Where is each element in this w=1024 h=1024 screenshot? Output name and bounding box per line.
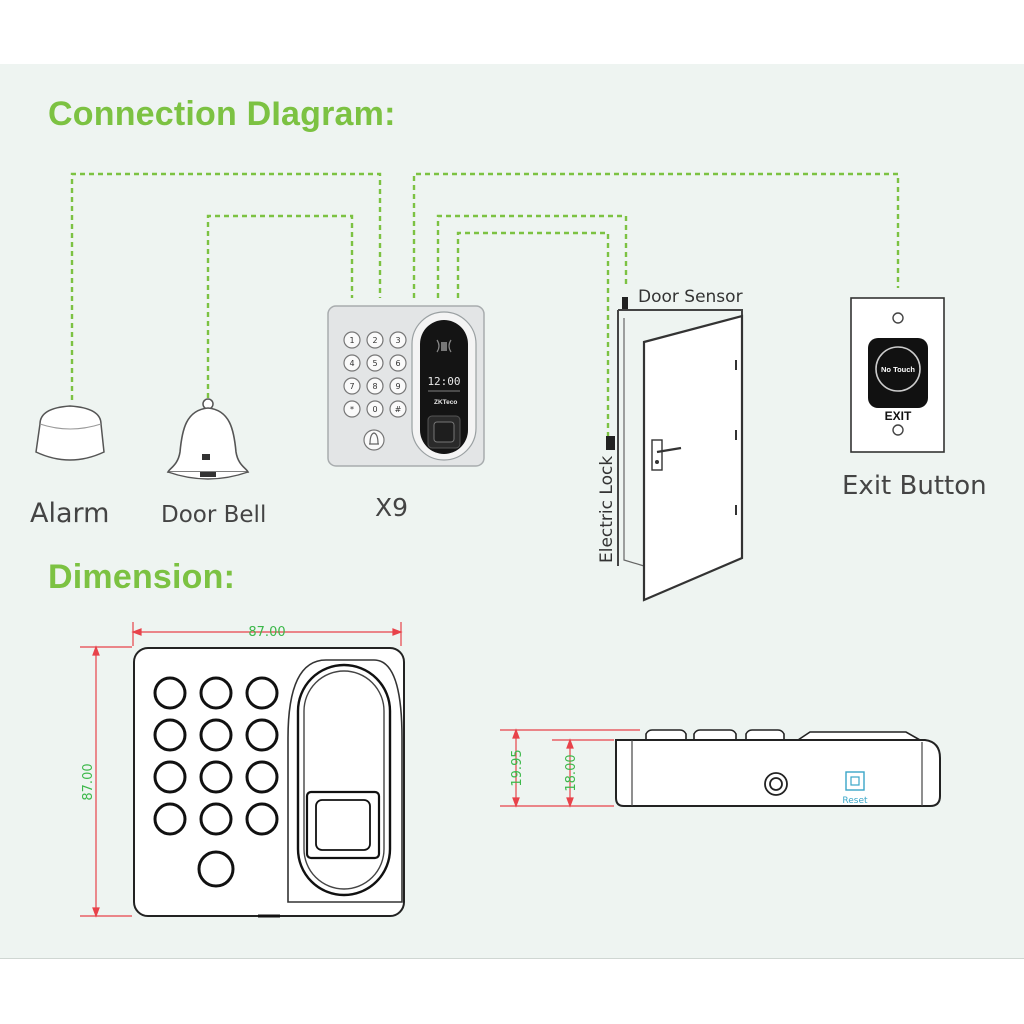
keypad-device-icon: 1 2 3 4 5 6 7 8 9 * 0 # 12:00 ZKTeco <box>327 305 485 467</box>
height-dimension-label: 87.00 <box>81 763 96 800</box>
exit-button-icon: No Touch EXIT <box>850 297 945 453</box>
device-key-label: 7 <box>349 382 354 391</box>
device-key <box>343 354 361 372</box>
front-view-key <box>245 718 279 752</box>
front-view-key <box>153 676 187 710</box>
device-key-label: 6 <box>395 359 400 368</box>
device-time: 12:00 <box>427 375 460 388</box>
device-key <box>366 331 384 349</box>
device-key-label: 3 <box>395 336 400 345</box>
device-key-label: 1 <box>349 336 354 345</box>
no-touch-label: No Touch <box>881 365 915 374</box>
front-view-key <box>153 760 187 794</box>
width-dimension-label: 87.00 <box>248 625 285 640</box>
front-view-key <box>199 760 233 794</box>
dimension-heading: Dimension: <box>48 558 236 596</box>
device-key <box>389 377 407 395</box>
front-view-key <box>245 802 279 836</box>
device-key-label: * <box>350 405 354 414</box>
door-bell-icon <box>166 398 250 480</box>
wiring <box>70 172 900 440</box>
wire-door-sensor <box>436 214 628 298</box>
front-view-drawing <box>133 647 405 918</box>
wire-exit-button <box>412 172 900 298</box>
device-brand: ZKTeco <box>434 399 457 406</box>
device-key <box>389 331 407 349</box>
device-key-label: 5 <box>372 359 377 368</box>
wire-alarm <box>70 172 382 400</box>
side-view-drawing: Reset <box>615 729 941 807</box>
device-key-label: 9 <box>395 382 400 391</box>
connection-diagram-heading: Connection DIagram: <box>48 95 396 133</box>
divider <box>0 958 1024 959</box>
reset-label: Reset <box>842 796 868 806</box>
device-key <box>366 400 384 418</box>
device-key-label: # <box>395 405 402 414</box>
exit-button-label: Exit Button <box>842 471 987 501</box>
front-view-key <box>245 676 279 710</box>
front-view-key <box>245 760 279 794</box>
device-key <box>366 354 384 372</box>
exit-label: EXIT <box>885 409 912 423</box>
electric-lock-icon <box>606 436 615 450</box>
door-icon <box>606 297 744 602</box>
front-view-key <box>199 802 233 836</box>
device-label: X9 <box>375 493 408 522</box>
alarm-icon <box>35 405 105 461</box>
front-view-key <box>153 802 187 836</box>
electric-lock-label: Electric Lock <box>597 456 617 563</box>
device-key <box>343 377 361 395</box>
wire-electric-lock <box>456 231 610 440</box>
door-sensor-icon <box>622 297 628 311</box>
device-key <box>366 377 384 395</box>
device-key <box>389 400 407 418</box>
front-view-key <box>199 676 233 710</box>
device-key-label: 0 <box>372 405 377 414</box>
door-sensor-label: Door Sensor <box>638 287 743 307</box>
front-view-key <box>153 718 187 752</box>
dimension-lines-side <box>500 728 640 808</box>
device-key <box>343 400 361 418</box>
dimension-lines-front <box>80 622 403 918</box>
device-key <box>343 331 361 349</box>
wire-door-bell <box>206 214 354 398</box>
front-view-key <box>199 718 233 752</box>
body-depth-label: 18.00 <box>564 754 579 791</box>
device-key-label: 8 <box>372 382 377 391</box>
alarm-label: Alarm <box>30 498 109 529</box>
device-key-label: 2 <box>372 336 377 345</box>
device-key-label: 4 <box>349 359 354 368</box>
device-key <box>389 354 407 372</box>
total-depth-label: 19.95 <box>510 749 525 786</box>
door-bell-label: Door Bell <box>161 502 266 528</box>
